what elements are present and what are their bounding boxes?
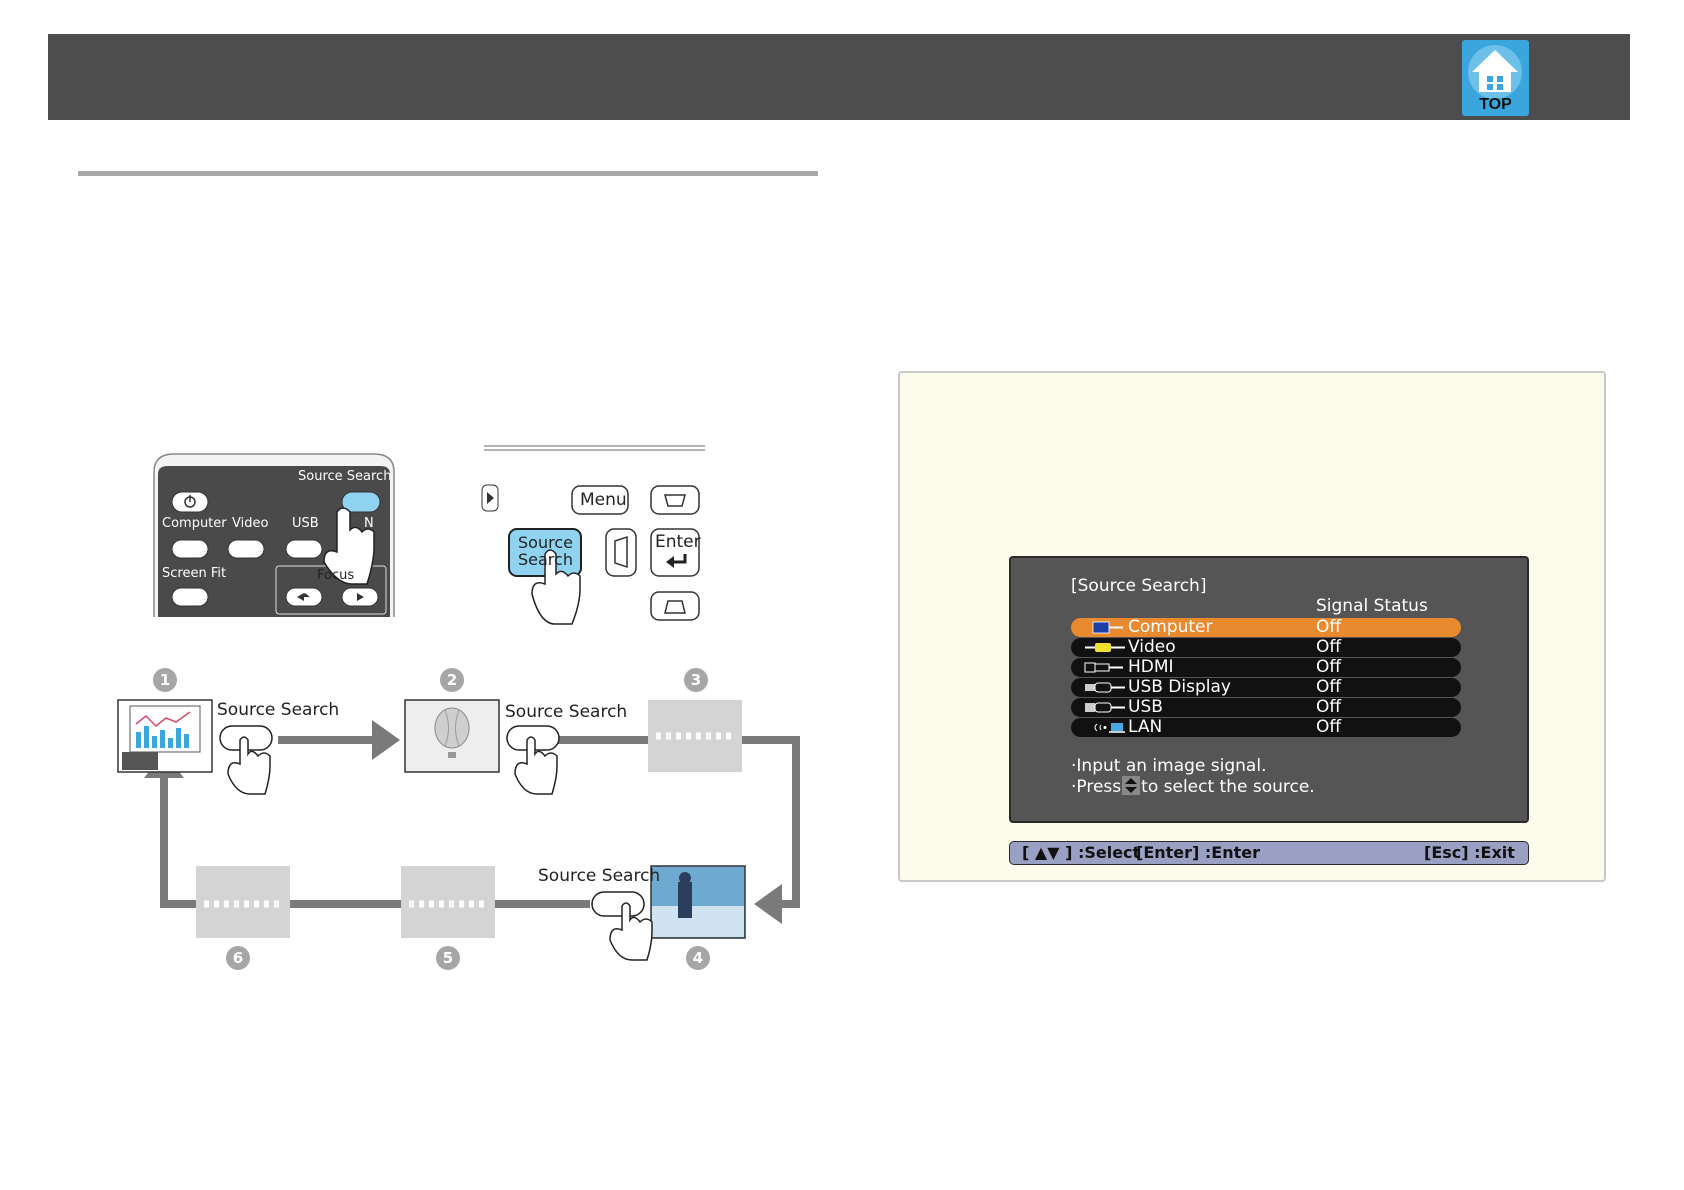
remote-source-search-label: Source Search: [298, 469, 392, 484]
header-bar: [48, 34, 1630, 120]
osd-key-help-bar: [ ▲▼ ] :Select [Enter] :Enter [Esc] :Exi…: [1009, 841, 1529, 865]
step-number-1: 1: [153, 668, 177, 692]
osd-message-input: ·Input an image signal.: [1071, 756, 1267, 776]
up-down-arrow-icon: [1122, 776, 1141, 795]
remote-lan-label: N: [364, 516, 374, 531]
usb-port-icon: [1085, 702, 1125, 713]
hdmi-port-icon: [1084, 662, 1123, 673]
source-sequence-diagram: Source Search Source Search Source Searc…: [110, 660, 810, 970]
computer-port-icon: [1092, 621, 1123, 634]
step-number-6: 6: [226, 946, 250, 970]
osd-source-row-computer[interactable]: Computer Off: [1071, 618, 1461, 637]
sequence-source-search-label-2: Source Search: [505, 702, 628, 722]
panel-source-label-2: Search: [518, 550, 573, 569]
step-number-4: 4: [686, 946, 710, 970]
top-button[interactable]: TOP: [1462, 40, 1529, 116]
osd-footer-select: [ ▲▼ ] :Select: [1022, 843, 1141, 862]
osd-signal-status-header: Signal Status: [1316, 596, 1428, 616]
osd-footer-exit: [Esc] :Exit: [1424, 843, 1515, 862]
remote-screen-fit-label: Screen Fit: [162, 566, 227, 581]
sequence-source-search-label-4: Source Search: [538, 866, 661, 886]
step-number-2: 2: [440, 668, 464, 692]
control-panel-illustration: Menu Enter Source Search: [480, 444, 708, 629]
osd-title: [Source Search]: [1071, 576, 1207, 596]
remote-usb-label: USB: [292, 516, 319, 531]
panel-menu-label: Menu: [580, 490, 627, 510]
osd-footer-enter: [Enter] :Enter: [1136, 843, 1261, 862]
step-number-3: 3: [684, 668, 708, 692]
remote-video-label: Video: [232, 516, 269, 531]
sequence-source-search-label-1: Source Search: [217, 700, 340, 720]
panel-enter-label: Enter: [655, 532, 701, 552]
top-label: TOP: [1479, 96, 1512, 113]
osd-source-row-hdmi[interactable]: HDMI Off: [1071, 658, 1461, 677]
remote-focus-label: Focus: [317, 568, 355, 583]
source-search-osd: [Source Search] Signal Status Computer O…: [1009, 556, 1529, 823]
home-icon: [1468, 45, 1522, 98]
remote-computer-label: Computer: [162, 516, 227, 531]
osd-source-row-usb[interactable]: USB Off: [1071, 698, 1461, 717]
osd-source-row-usb-display[interactable]: USB Display Off: [1071, 678, 1461, 697]
section-divider: [78, 171, 818, 176]
panel-source-label-1: Source: [518, 533, 573, 552]
video-port-icon: [1085, 643, 1125, 652]
remote-control-illustration: Source Search Computer Video USB N Scree…: [152, 452, 397, 617]
lan-icon: [1094, 723, 1125, 733]
osd-source-row-video[interactable]: Video Off: [1071, 638, 1461, 657]
usb-display-port-icon: [1085, 682, 1125, 693]
step-number-5: 5: [436, 946, 460, 970]
osd-source-row-lan[interactable]: LAN Off: [1071, 718, 1461, 737]
